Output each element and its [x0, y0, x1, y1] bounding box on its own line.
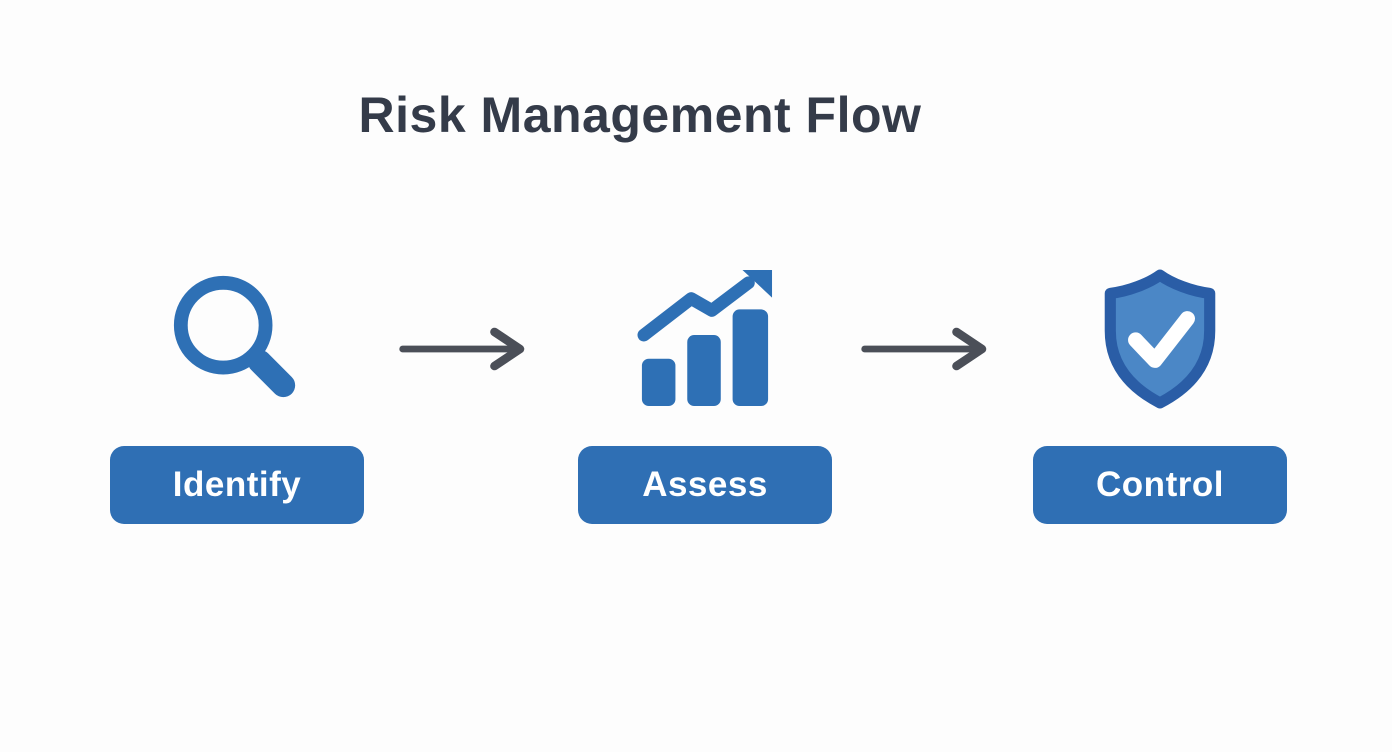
step-identify: Identify [107, 265, 367, 524]
arrow-right-icon [396, 326, 538, 372]
identify-button[interactable]: Identify [110, 446, 364, 524]
magnifying-glass-icon [107, 265, 367, 413]
diagram-title: Risk Management Flow [358, 87, 922, 143]
shield-check-icon [1030, 265, 1290, 413]
step-control: Control [1030, 265, 1290, 524]
arrow-right-icon [858, 326, 1000, 372]
assess-button[interactable]: Assess [578, 446, 832, 524]
bar-chart-growth-icon [575, 265, 835, 413]
control-button[interactable]: Control [1033, 446, 1287, 524]
step-assess: Assess [575, 265, 835, 524]
